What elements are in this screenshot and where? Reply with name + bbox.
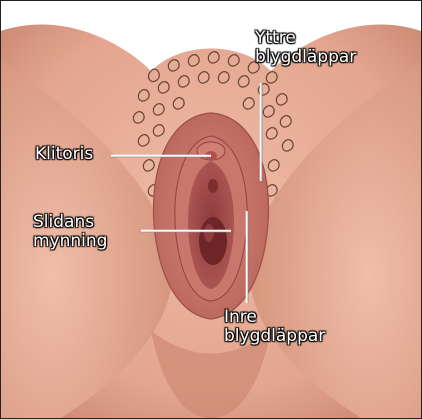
vaginal-opening-highlight: [204, 224, 214, 242]
label-clitoris-line1: Klitoris: [35, 145, 93, 164]
label-outer-labia-line2: blygdläppar: [255, 48, 356, 67]
vaginal-opening-shape: [199, 217, 227, 265]
label-inner-labia-line1: Inre: [224, 308, 325, 327]
label-inner-labia-line2: blygdläppar: [224, 327, 325, 346]
label-vaginal-opening: Slidans mynning: [33, 213, 107, 251]
label-outer-labia-line1: Yttre: [255, 29, 356, 48]
label-outer-labia: Yttre blygdläppar: [255, 29, 356, 67]
urethral-opening: [208, 179, 218, 193]
label-inner-labia: Inre blygdläppar: [224, 308, 325, 346]
label-vaginal-opening-line2: mynning: [33, 232, 107, 251]
label-vaginal-opening-line1: Slidans: [33, 213, 107, 232]
label-clitoris: Klitoris: [35, 145, 93, 164]
